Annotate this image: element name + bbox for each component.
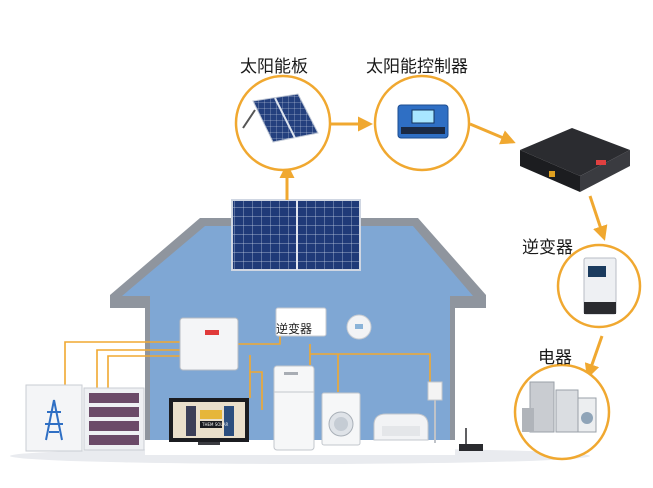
solar-panel-circle: [236, 76, 330, 170]
roof-solar-panel: [232, 200, 360, 270]
house-inverter-label: 逆变器: [276, 320, 312, 337]
arrow-to-inverter: [470, 124, 513, 142]
arrow-to-appliances: [588, 336, 602, 376]
inverter-label: 逆变器: [522, 233, 573, 258]
wall-clock: [347, 315, 371, 339]
solar-panel-label: 太阳能板: [240, 52, 308, 77]
controller-label: 太阳能控制器: [366, 52, 468, 77]
grid-meter-box: [26, 385, 82, 451]
inverter-box: [520, 128, 630, 192]
armchair: [374, 414, 428, 440]
battery-rack: [84, 388, 144, 450]
controller-circle: [375, 76, 469, 170]
appliances-circle: [515, 365, 609, 459]
washing-machine: [322, 393, 360, 445]
arrow-to-inverter2: [590, 196, 604, 238]
appliances-label: 电器: [538, 343, 572, 368]
router: [459, 428, 483, 451]
refrigerator: [274, 366, 314, 450]
tv-screen-text: THEM SOLAR: [202, 422, 228, 427]
